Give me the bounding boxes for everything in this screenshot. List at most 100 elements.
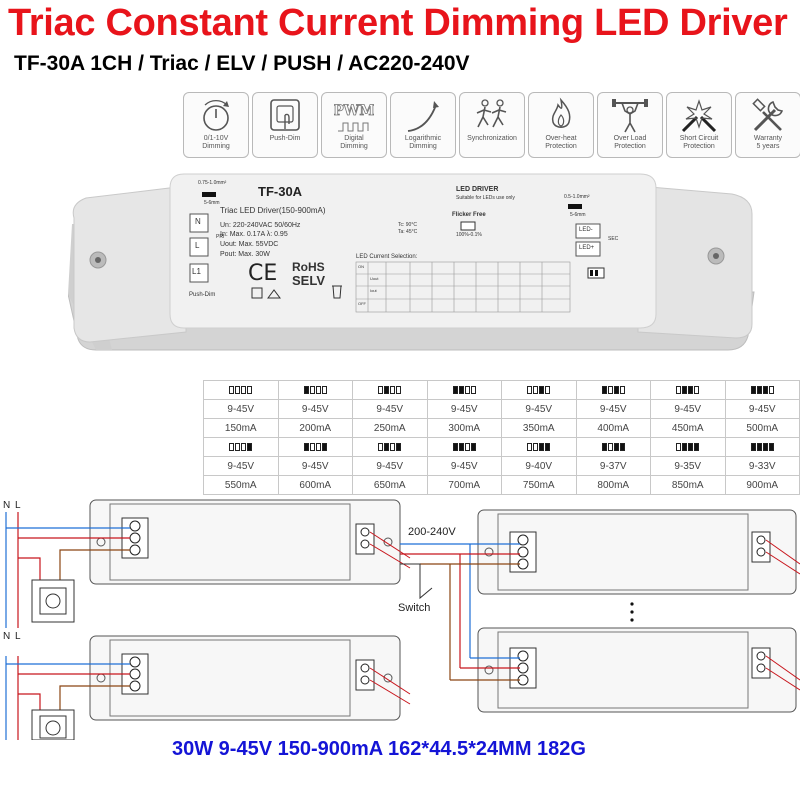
dip-switch-icon xyxy=(750,385,774,394)
dip-switch-cell xyxy=(203,380,279,400)
driver-model: TF-30A xyxy=(258,184,303,199)
curve-icon xyxy=(407,101,439,132)
dip-switch-icon xyxy=(452,385,476,394)
dip-switch-icon xyxy=(303,442,327,451)
dip-switch-icon xyxy=(229,442,253,451)
weightlifter-icon xyxy=(612,99,648,133)
neutral-label-top: N xyxy=(3,500,11,511)
feature-label: Protection xyxy=(545,143,577,150)
current-cell: 250mA xyxy=(352,418,428,438)
feature-label: Dimming xyxy=(340,143,368,150)
voltage-cell: 9-45V xyxy=(277,456,353,476)
driver-product-image: CE TF-30A Triac LED Driver(150-900mA) Un… xyxy=(68,164,758,374)
dip-switch-icon xyxy=(601,385,625,394)
feature-label: 0/1-10V xyxy=(203,135,229,142)
driver-top-right xyxy=(477,509,797,595)
voltage-cell: 9-45V xyxy=(277,399,353,419)
feature-logarithmic: Logarithmic Dimming xyxy=(390,92,456,158)
push-button-top xyxy=(31,579,75,623)
dip-switch-cell xyxy=(501,380,577,400)
iout-label: Iout xyxy=(370,288,377,293)
voltage-cell: 9-45V xyxy=(352,456,428,476)
pushdim-label: Push-Dim xyxy=(189,292,216,298)
dip-switch-cell xyxy=(575,380,651,400)
dip-switch-icon xyxy=(676,442,700,451)
switch-label: Switch xyxy=(398,602,431,614)
driver-bottom-right xyxy=(477,627,797,713)
dip-switch-cell xyxy=(575,437,651,457)
feature-icons: 0/1-10V Dimming Push-Dim PWM Digital Dim… xyxy=(183,92,800,158)
voltage-cell: 9-45V xyxy=(575,399,651,419)
feature-short-circuit: Short Circuit Protection xyxy=(666,92,732,158)
live-label-bottom: L xyxy=(15,631,21,642)
feature-label: 5 years xyxy=(756,143,780,150)
voltage-cell: 9-45V xyxy=(724,399,800,419)
spark-icon xyxy=(681,99,717,133)
feature-label: Dimming xyxy=(409,143,437,150)
dip-switch-icon xyxy=(750,442,774,451)
tools-icon xyxy=(752,98,784,132)
sec-label: SEC xyxy=(608,236,619,242)
terminal-l1: L1 xyxy=(192,267,201,276)
voltage-cell: 9-45V xyxy=(426,399,502,419)
voltage-cell: 9-37V xyxy=(575,456,651,476)
dip-switch-icon xyxy=(527,442,551,451)
live-label-top: L xyxy=(15,500,21,511)
driver-bottom-left xyxy=(89,635,401,721)
dip-switch-cell xyxy=(650,380,726,400)
knob-icon xyxy=(203,99,229,131)
driver-housing: CE xyxy=(68,173,755,351)
flame-icon xyxy=(551,97,571,128)
driver-flicker: Flicker Free xyxy=(452,212,486,218)
dip-switch-icon xyxy=(452,442,476,451)
page-title: Triac Constant Current Dimming LED Drive… xyxy=(8,2,788,44)
current-cell: 350mA xyxy=(501,418,577,438)
feature-label: Over-heat xyxy=(545,135,577,142)
driver-temp-tc: Tc: 90°C xyxy=(398,222,417,228)
current-cell: 400mA xyxy=(575,418,651,438)
driver-type-label: LED DRIVER xyxy=(456,186,499,193)
feature-label: Warranty xyxy=(753,135,783,142)
dip-switch-cell xyxy=(724,380,800,400)
feature-push-dim: Push-Dim xyxy=(252,92,318,158)
dip-switch-cell xyxy=(426,437,502,457)
pri-label: PRI xyxy=(216,234,225,240)
push-button-icon xyxy=(270,99,300,131)
current-cell: 600mA xyxy=(277,475,353,495)
feature-dimming: 0/1-10V Dimming xyxy=(183,92,249,158)
feature-label: Synchronization xyxy=(467,135,517,142)
model-subtitle: TF-30A 1CH / Triac / ELV / PUSH / AC220-… xyxy=(14,52,470,75)
dip-off-label: OFF xyxy=(358,301,366,306)
wire-right-length: 5-6mm xyxy=(570,212,586,218)
driver-type-note: Suitable for LEDs use only xyxy=(456,195,515,201)
dip-switch-cell xyxy=(352,380,428,400)
table-row xyxy=(203,380,800,400)
voltage-cell: 9-45V xyxy=(352,399,428,419)
dip-switch-icon xyxy=(601,442,625,451)
dip-switch-cell xyxy=(352,437,428,457)
selection-title-on-body: LED Current Selection: xyxy=(356,254,418,260)
feature-label: Protection xyxy=(683,143,715,150)
dip-switch-icon xyxy=(378,442,402,451)
terminal-led-minus: LED- xyxy=(579,227,593,233)
current-cell: 200mA xyxy=(277,418,353,438)
dip-switch-cell xyxy=(203,437,279,457)
driver-spec-1: In: Max. 0.17A λ: 0.95 xyxy=(220,231,288,238)
current-cell: 450mA xyxy=(650,418,726,438)
svg-text:CE: CE xyxy=(248,261,277,286)
driver-spec-3: Pout: Max. 30W xyxy=(220,251,270,258)
voltage-cell: 9-45V xyxy=(501,399,577,419)
wiring-svg xyxy=(5,499,800,740)
voltage-cell: 9-45V xyxy=(426,456,502,476)
dip-switch-cell xyxy=(277,380,353,400)
feature-label: Dimming xyxy=(202,143,230,150)
feature-label: Digital xyxy=(344,135,364,142)
mains-voltage-label: 200-240V xyxy=(408,526,456,538)
terminal-n: N xyxy=(195,217,201,226)
uout-label: Uout xyxy=(370,276,379,281)
current-cell: 500mA xyxy=(724,418,800,438)
voltage-cell: 9-45V xyxy=(203,399,279,419)
